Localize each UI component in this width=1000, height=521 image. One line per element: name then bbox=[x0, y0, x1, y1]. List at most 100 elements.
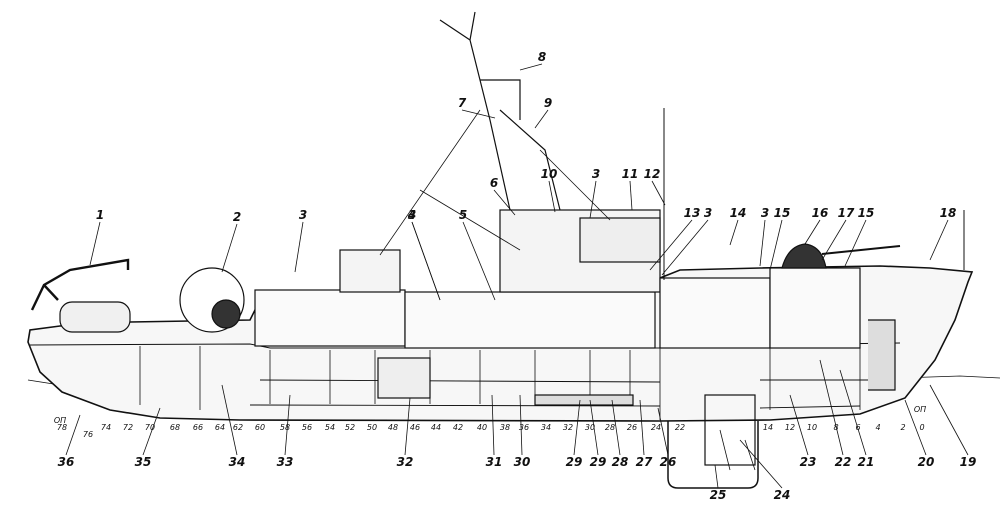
frame-number: 12 bbox=[784, 423, 796, 432]
callout-leader bbox=[821, 219, 847, 261]
callout-leader bbox=[789, 394, 809, 456]
callout-leader bbox=[589, 399, 599, 456]
frame-number: 62 bbox=[232, 423, 244, 432]
callout-leader bbox=[462, 221, 496, 301]
rigging bbox=[379, 109, 611, 256]
frame-number: 42 bbox=[452, 423, 464, 432]
callout-label: 17 bbox=[837, 206, 855, 220]
deckhouse-upper bbox=[339, 249, 401, 293]
frame-number: 70 bbox=[144, 423, 156, 432]
callout-label: 15 bbox=[857, 206, 875, 220]
callout-label: 24 bbox=[773, 488, 791, 502]
callout-leader bbox=[294, 221, 304, 273]
callout-label: 20 bbox=[917, 455, 935, 469]
frame-number: 72 bbox=[122, 423, 134, 432]
callout-label: 33 bbox=[276, 455, 294, 469]
callout-label: 10 bbox=[540, 167, 558, 181]
callout-label: 25 bbox=[709, 488, 727, 502]
callout-label: 32 bbox=[396, 455, 414, 469]
callout-leader bbox=[804, 219, 821, 245]
callout-label: 21 bbox=[857, 455, 875, 469]
callout-leader bbox=[759, 219, 766, 267]
frame-number: 58 bbox=[279, 423, 291, 432]
callout-leader bbox=[519, 63, 543, 71]
callout-label: 13 bbox=[683, 206, 701, 220]
baseline-mark-fwd: ОП bbox=[913, 405, 927, 414]
mast bbox=[439, 11, 561, 211]
callout-label: 6 bbox=[489, 176, 499, 190]
frame-number: 0 bbox=[919, 423, 925, 432]
callout-label: 28 bbox=[611, 455, 629, 469]
frame-number: 66 bbox=[192, 423, 204, 432]
frame-number: 34 bbox=[540, 423, 552, 432]
frame-number: 60 bbox=[254, 423, 266, 432]
callout-leader bbox=[714, 464, 719, 489]
frame-number: 4 bbox=[875, 423, 881, 432]
frame-number: 26 bbox=[626, 423, 638, 432]
callout-leader bbox=[221, 384, 238, 456]
callout-label: 4 bbox=[407, 208, 417, 222]
frame-number: 56 bbox=[301, 423, 313, 432]
frame-number: 74 bbox=[100, 423, 112, 432]
callout-label: 2 bbox=[232, 210, 242, 224]
callout-label: 26 bbox=[659, 455, 677, 469]
callout-leader bbox=[929, 219, 949, 261]
callout-leader bbox=[739, 439, 783, 489]
callout-leader bbox=[548, 180, 556, 213]
callout-leader bbox=[651, 180, 666, 206]
frame-number: 54 bbox=[324, 423, 336, 432]
callout-leader bbox=[519, 394, 523, 456]
frame-number: 52 bbox=[344, 423, 356, 432]
keel-box bbox=[667, 421, 759, 489]
callout-label: 18 bbox=[939, 206, 957, 220]
frame-number: 24 bbox=[650, 423, 662, 432]
frame-number: 30 bbox=[584, 423, 596, 432]
callout-label: 34 bbox=[228, 455, 246, 469]
callout-label: 22 bbox=[834, 455, 852, 469]
callout-label: 23 bbox=[799, 455, 817, 469]
callout-leader bbox=[142, 407, 161, 456]
frame-number: 46 bbox=[409, 423, 421, 432]
callout-leader bbox=[661, 219, 709, 276]
callout-label: 30 bbox=[513, 455, 531, 469]
frame-number: 6 bbox=[855, 423, 861, 432]
frame-number: 40 bbox=[476, 423, 488, 432]
baseline-mark-aft: ОП bbox=[53, 416, 67, 425]
callout-leader bbox=[534, 109, 549, 129]
frame-number: 78 bbox=[56, 423, 68, 432]
callout-leader bbox=[639, 399, 645, 456]
callout-label: 7 bbox=[457, 96, 467, 110]
callout-leader bbox=[839, 369, 867, 456]
callout-leader bbox=[729, 219, 739, 246]
superstructure-aft bbox=[254, 289, 406, 347]
frame-number: 48 bbox=[387, 423, 399, 432]
gun-house bbox=[769, 267, 861, 349]
callout-leader bbox=[461, 109, 496, 119]
callout-leader bbox=[649, 219, 693, 271]
callout-leader bbox=[411, 221, 441, 301]
callout-leader bbox=[573, 399, 581, 456]
callout-leader bbox=[769, 219, 783, 271]
frame-number: 22 bbox=[674, 423, 686, 432]
frame-number: 2 bbox=[900, 423, 906, 432]
callout-leader bbox=[493, 189, 516, 216]
callout-label: 3 bbox=[760, 206, 770, 220]
boat bbox=[59, 301, 131, 333]
callout-leader bbox=[629, 180, 633, 211]
callout-label: 12 bbox=[643, 167, 661, 181]
callout-label: 19 bbox=[959, 455, 977, 469]
frame-number: 76 bbox=[82, 430, 94, 439]
wheelhouse bbox=[579, 217, 661, 263]
frame-number: 68 bbox=[169, 423, 181, 432]
frame-number: 14 bbox=[762, 423, 774, 432]
callout-leader bbox=[404, 397, 411, 456]
gun-turret bbox=[781, 243, 827, 269]
callout-label: 3 bbox=[298, 208, 308, 222]
callout-leader bbox=[819, 359, 844, 456]
callout-leader bbox=[929, 384, 969, 456]
callout-label: 14 bbox=[729, 206, 747, 220]
callout-label: 29 bbox=[589, 455, 607, 469]
callout-leader bbox=[589, 180, 597, 219]
callout-leader bbox=[611, 399, 621, 456]
frame-number: 36 bbox=[518, 423, 530, 432]
